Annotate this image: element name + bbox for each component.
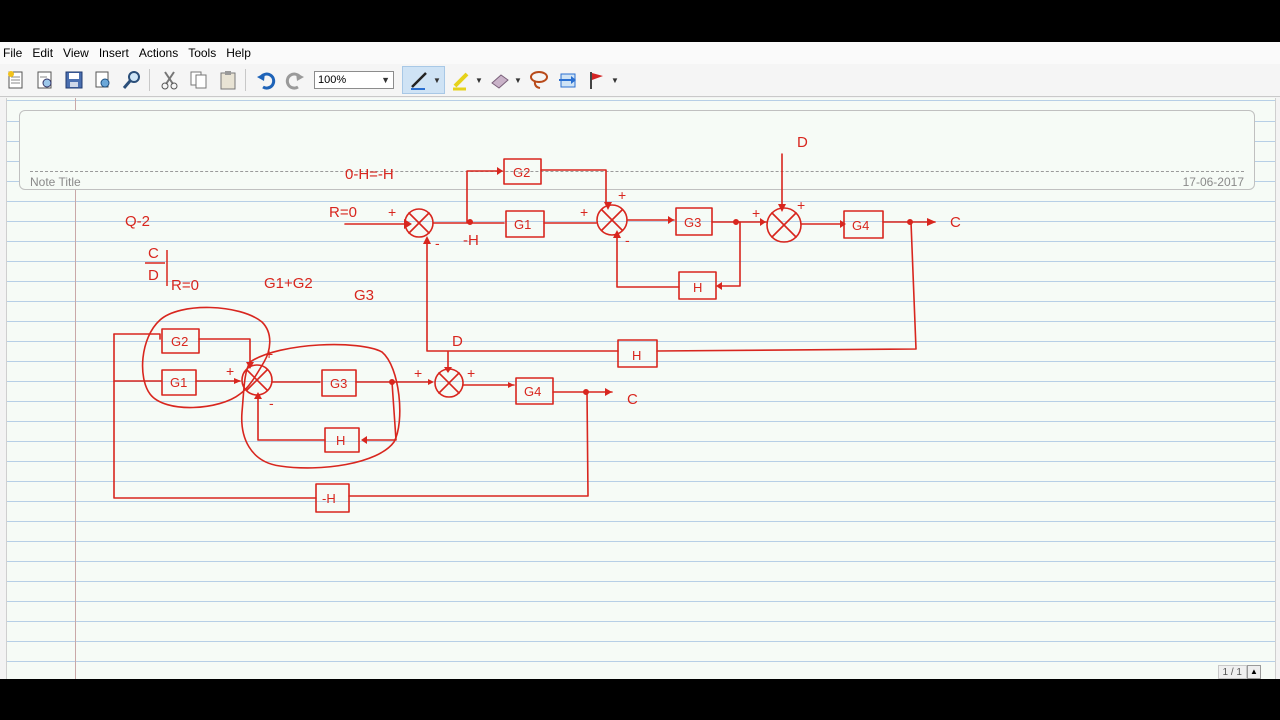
sign-plus: +	[618, 187, 626, 203]
highlighter-dropdown-icon[interactable]: ▼	[475, 75, 483, 85]
zoom-value: 100%	[318, 74, 347, 86]
flag-icon[interactable]	[584, 67, 610, 93]
block-h-inner-top: H	[693, 280, 702, 295]
minus-h-label: -H	[463, 232, 479, 249]
margin-line	[75, 98, 76, 679]
pen-tool-group: ▼	[402, 66, 445, 94]
find-icon[interactable]	[119, 67, 145, 93]
sign-plus: +	[414, 365, 422, 381]
sign-plus: +	[388, 204, 396, 220]
note-page[interactable]: Note Title 17-06-2017 1 / 1 ▲	[6, 98, 1276, 679]
insert-space-icon[interactable]	[555, 67, 581, 93]
eraser-icon[interactable]	[487, 67, 513, 93]
save-icon[interactable]	[61, 67, 87, 93]
output-c-top-label: C	[950, 214, 961, 231]
question-label: Q-2	[125, 213, 150, 230]
undo-icon[interactable]	[253, 67, 279, 93]
block-h-feedback-top: H	[632, 348, 641, 363]
block-g4-bottom: G4	[524, 384, 541, 399]
open-icon[interactable]	[32, 67, 58, 93]
combined-gain-note: G1+G2	[264, 275, 313, 292]
sign-plus: +	[226, 363, 234, 379]
copy-icon[interactable]	[186, 67, 212, 93]
toolbar: 100% ▼ ▼ ▼ ▼ ▼	[0, 64, 1280, 97]
menu-tools[interactable]: Tools	[188, 46, 217, 60]
sign-plus: +	[797, 197, 805, 213]
page-counter: 1 / 1	[1217, 665, 1247, 679]
toolbar-separator	[149, 69, 150, 91]
input-r-label: R=0	[329, 204, 357, 221]
top-equation: 0-H=-H	[345, 166, 394, 183]
menu-edit[interactable]: Edit	[32, 46, 54, 60]
block-h-inner-bottom: H	[336, 433, 345, 448]
sign-plus: +	[265, 346, 273, 362]
sign-plus: +	[580, 204, 588, 220]
block-g4-top: G4	[852, 218, 869, 233]
zoom-select[interactable]: 100% ▼	[314, 71, 394, 89]
disturbance-bottom-label: D	[452, 333, 463, 350]
note-date: 17-06-2017	[1182, 175, 1244, 189]
menu-bar: File Edit View Insert Actions Tools Help	[0, 42, 1280, 64]
sign-plus: +	[752, 205, 760, 221]
journal-app-window: File Edit View Insert Actions Tools Help	[0, 42, 1280, 679]
menu-insert[interactable]: Insert	[98, 46, 129, 60]
disturbance-top-label: D	[797, 134, 808, 151]
block-neg-h-bottom: -H	[322, 491, 336, 506]
redo-icon[interactable]	[282, 67, 308, 93]
ratio-condition: R=0	[171, 277, 199, 294]
block-g2-bottom: G2	[171, 334, 188, 349]
eraser-dropdown-icon[interactable]: ▼	[514, 75, 522, 85]
sign-minus: -	[625, 232, 630, 248]
menu-view[interactable]: View	[63, 46, 89, 60]
note-title-area[interactable]: Note Title 17-06-2017	[19, 110, 1255, 190]
menu-actions[interactable]: Actions	[138, 46, 179, 60]
highlighter-icon[interactable]	[448, 67, 474, 93]
sign-minus: -	[435, 235, 440, 251]
menu-help[interactable]: Help	[226, 46, 251, 60]
block-g1-bottom: G1	[170, 375, 187, 390]
ratio-denominator: D	[148, 267, 159, 284]
menu-file[interactable]: File	[3, 46, 23, 60]
handwritten-block-diagram: Q-2 C D R=0 G1+G2 G3 0-H=-H D D R=0 -H C…	[113, 134, 961, 513]
sign-minus: -	[269, 395, 274, 411]
print-preview-icon[interactable]	[90, 67, 116, 93]
scroll-up-icon[interactable]: ▲	[1247, 665, 1261, 679]
block-g3-top: G3	[684, 215, 701, 230]
block-g3-bottom: G3	[330, 376, 347, 391]
g3-note: G3	[354, 287, 374, 304]
lasso-icon[interactable]	[526, 67, 552, 93]
title-divider	[30, 171, 1244, 172]
block-g2-top: G2	[513, 165, 530, 180]
new-note-icon[interactable]	[3, 67, 29, 93]
note-title[interactable]: Note Title	[30, 175, 81, 189]
paste-icon[interactable]	[215, 67, 241, 93]
sign-plus: +	[467, 365, 475, 381]
cut-icon[interactable]	[157, 67, 183, 93]
pen-icon[interactable]	[406, 67, 432, 93]
flag-dropdown-icon[interactable]: ▼	[611, 75, 619, 85]
ratio-numerator: C	[148, 245, 159, 262]
output-c-bottom-label: C	[627, 391, 638, 408]
chevron-down-icon: ▼	[381, 75, 390, 85]
block-g1-top: G1	[514, 217, 531, 232]
toolbar-separator	[245, 69, 246, 91]
pen-dropdown-icon[interactable]: ▼	[433, 75, 441, 85]
